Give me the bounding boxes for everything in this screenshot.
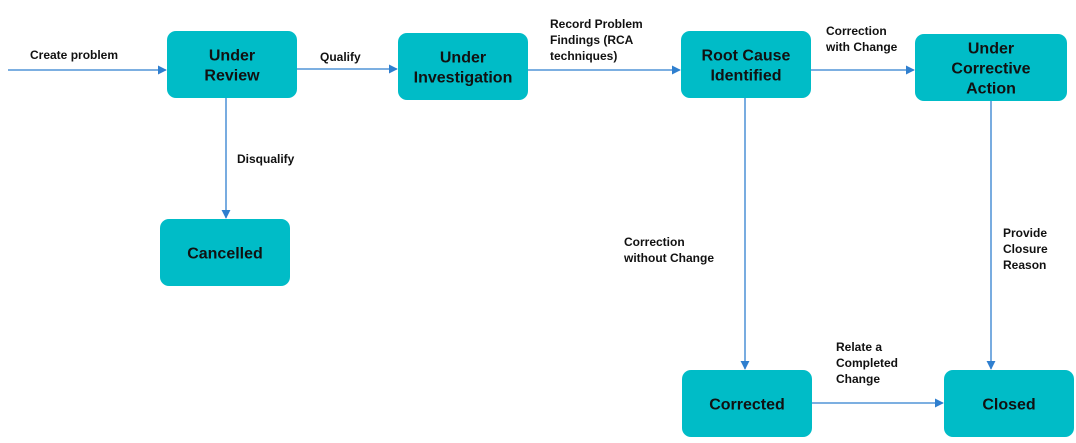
state-box-corrected <box>682 370 812 437</box>
state-box-under-review <box>167 31 297 98</box>
state-box-under-investigation <box>398 33 528 100</box>
state-box-cancelled <box>160 219 290 286</box>
state-box-under-corrective-action <box>915 34 1067 101</box>
state-label-closed: Closed <box>982 397 1035 414</box>
state-label-cancelled: Cancelled <box>187 246 263 263</box>
state-box-closed <box>944 370 1074 437</box>
state-node-cancelled: Cancelled <box>160 219 290 286</box>
edge-label-disqualify: Disqualify <box>237 152 295 166</box>
state-box-root-cause-identified <box>681 31 811 98</box>
state-node-corrected: Corrected <box>682 370 812 437</box>
edge-label-create-problem: Create problem <box>30 48 118 62</box>
state-node-closed: Closed <box>944 370 1074 437</box>
state-label-corrected: Corrected <box>709 397 785 414</box>
edge-label-qualify: Qualify <box>320 50 361 64</box>
